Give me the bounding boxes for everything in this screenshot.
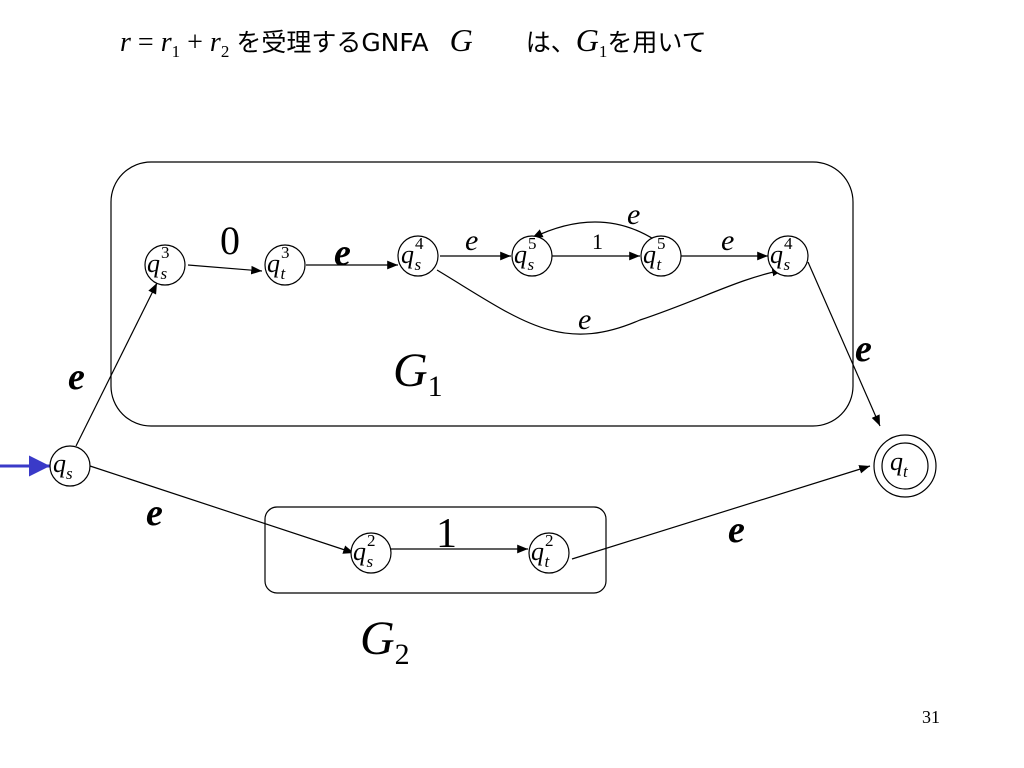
g1-box [110, 161, 854, 427]
edge-label-e-qs-qs3: e [68, 356, 85, 398]
page-number: 31 [922, 707, 940, 727]
edge-qt5-qs5-back [531, 221, 656, 241]
state-qt-inner [881, 442, 929, 490]
edge-label-e-qt5: e [721, 224, 734, 257]
edge-label-one-small: 1 [592, 229, 603, 254]
title-g: G [449, 22, 473, 58]
state-qt2 [528, 532, 570, 574]
edge-qt2-qt [571, 465, 871, 560]
slide-title: r = r1 + r2 を受理するGNFA G は、G1を用いて [120, 22, 707, 61]
edge-qs-qs2 [89, 465, 355, 554]
edge-label-one-big: 1 [436, 511, 457, 557]
state-qt5 [640, 235, 682, 277]
edge-label-e-qs4-qs5: e [465, 224, 478, 257]
group-label-g1: G1 [393, 344, 443, 403]
edge-qs3-qt3 [187, 264, 263, 275]
edge-label-e-qs4-qt: e [855, 328, 872, 370]
edge-qs4b-qt [807, 261, 881, 427]
edge-label-e-qs-qs2: e [146, 492, 163, 534]
label-qt: qt [890, 447, 909, 481]
state-qs [49, 445, 91, 487]
title-accept-text: を受理するGNFA [236, 28, 429, 57]
edge-label-e-back: e [627, 198, 640, 231]
state-qs2 [350, 532, 392, 574]
edge-label-e-qt2-qt: e [728, 509, 745, 551]
g2-box [264, 506, 607, 594]
state-qs4b [767, 235, 809, 277]
edge-label-e-qt3: e [334, 232, 351, 274]
group-label-g2: G2 [360, 612, 410, 671]
state-qs4a [397, 235, 439, 277]
edge-label-zero: 0 [220, 218, 240, 263]
title-g1: G [575, 22, 599, 58]
label-qs: qs [53, 449, 73, 483]
edge-label-e-bypass: e [578, 303, 591, 336]
edge-qs4a-qs4b-bypass [436, 267, 784, 335]
state-qs5 [511, 235, 553, 277]
state-qs3 [144, 244, 186, 286]
state-qt3 [264, 244, 306, 286]
edge-qs-qs3 [75, 282, 158, 447]
